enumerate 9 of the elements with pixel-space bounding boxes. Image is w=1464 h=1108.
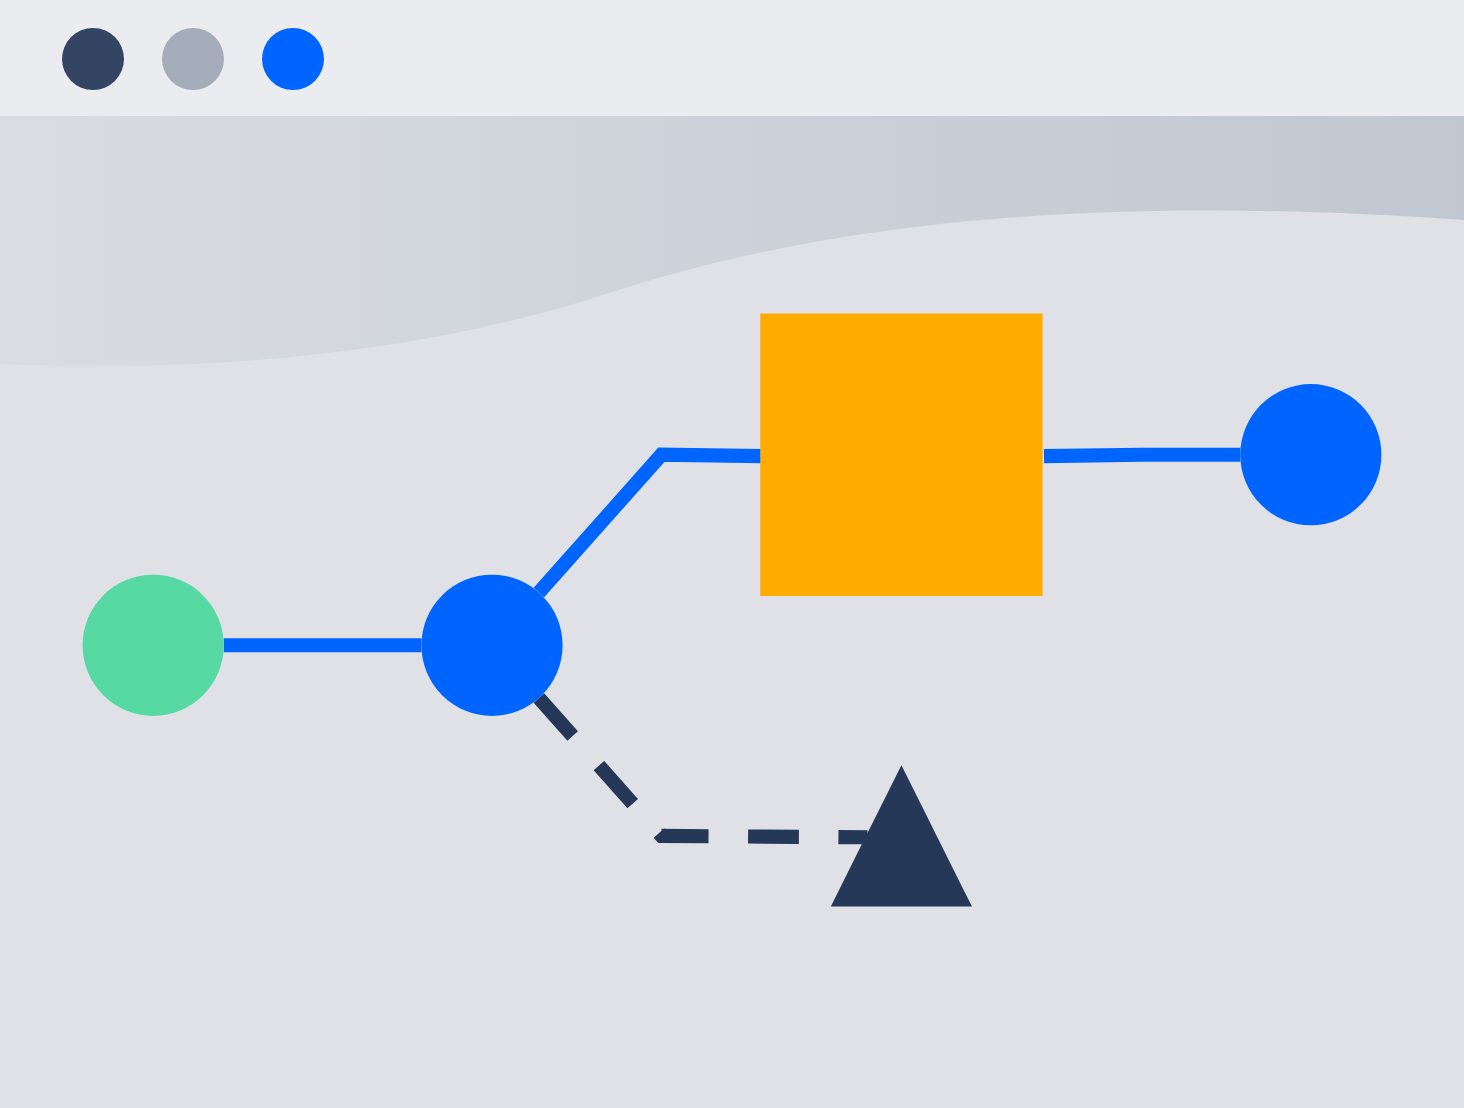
connector-line <box>223 638 422 653</box>
circle-node <box>1240 384 1382 526</box>
connector-line <box>1043 447 1241 464</box>
dashed-connector <box>533 693 868 845</box>
circle-node <box>82 574 224 716</box>
connector-line <box>533 447 762 598</box>
circle-node <box>421 574 563 716</box>
square-node <box>760 313 1043 596</box>
triangle-node <box>830 765 972 907</box>
